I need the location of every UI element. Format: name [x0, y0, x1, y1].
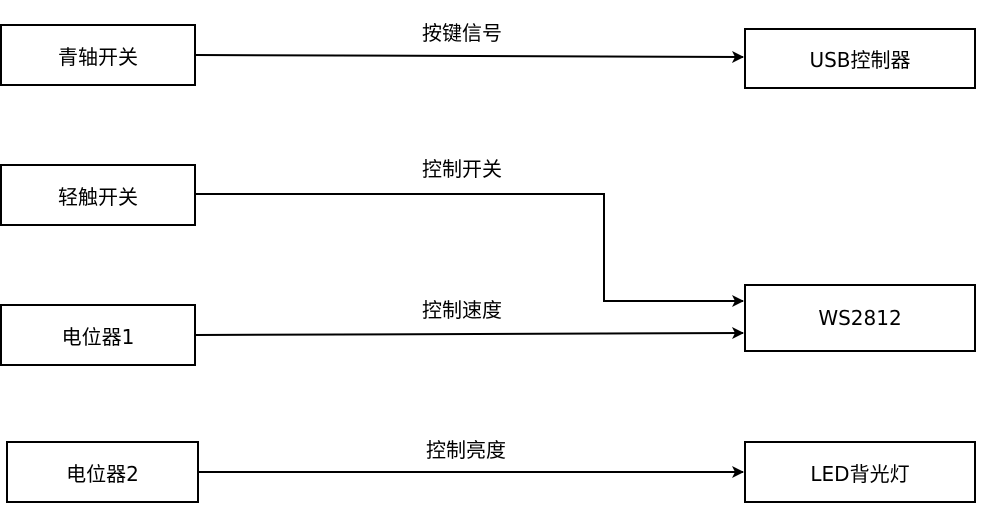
edge-label-control-switch: 控制开关 — [422, 157, 502, 181]
edge-label-key-signal: 按键信号 — [422, 21, 502, 45]
edge-control-speed — [195, 327, 744, 340]
node-pot2: 电位器2 — [6, 441, 199, 503]
edge-label-control-brightness: 控制亮度 — [426, 438, 506, 462]
edge-label-control-speed: 控制速度 — [422, 298, 502, 322]
node-pot1: 电位器1 — [0, 304, 196, 366]
node-tact-switch: 轻触开关 — [0, 164, 196, 226]
node-ws2812: WS2812 — [744, 284, 976, 352]
node-led-backlight: LED背光灯 — [744, 441, 976, 503]
edge-control-switch — [196, 193, 744, 307]
edge-key-signal — [195, 50, 744, 63]
node-usb-controller: USB控制器 — [744, 28, 976, 89]
node-switch-blue: 青轴开关 — [0, 24, 196, 86]
